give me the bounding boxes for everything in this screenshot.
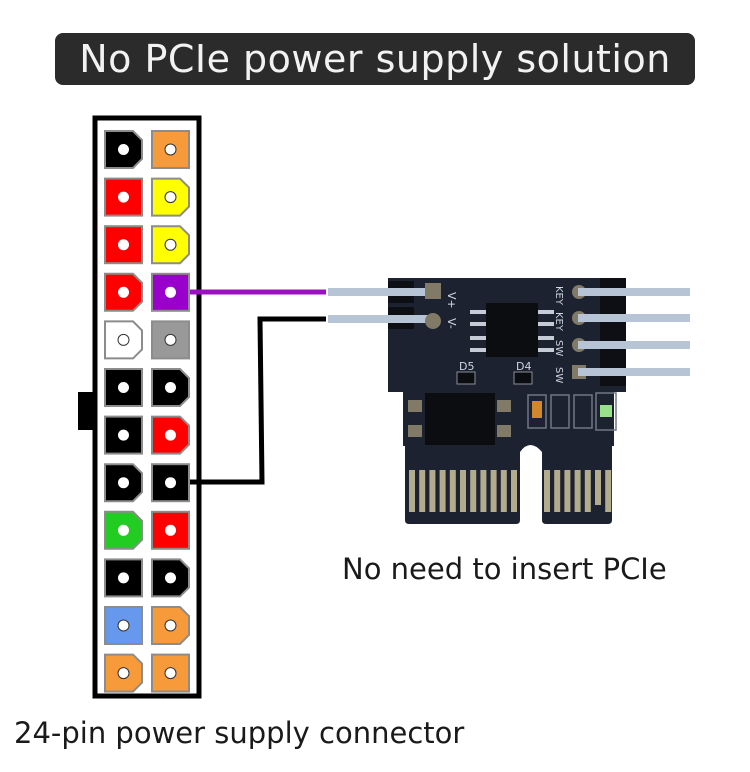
gold-finger (605, 470, 612, 512)
gold-finger (544, 470, 550, 512)
title-text: No PCIe power supply solution (79, 37, 671, 81)
capacitor (532, 401, 542, 418)
pin-v-plus (328, 288, 390, 296)
label-d5: D5 (459, 360, 474, 373)
mosfet (425, 393, 495, 445)
gold-finger (419, 470, 426, 512)
gold-finger (470, 470, 477, 512)
wires (190, 289, 326, 485)
gold-finger (595, 470, 601, 505)
ic-chip (486, 303, 538, 357)
gold-finger (584, 470, 591, 512)
pin-hole (165, 429, 176, 441)
pin-hole (164, 667, 177, 680)
gold-finger (574, 470, 581, 512)
right-header-pins (578, 288, 690, 376)
gold-fingers (409, 470, 612, 512)
pin-hole (118, 191, 129, 203)
label-key: KEY (553, 286, 564, 306)
pin-hole (118, 524, 129, 536)
led-green (600, 405, 612, 417)
pin-hole (118, 286, 129, 298)
label-sw: SW (553, 340, 564, 356)
right-pin-labels: KEY KEY SW SW (553, 286, 564, 383)
gold-finger (480, 470, 487, 512)
pin-hole (118, 572, 129, 584)
gold-finger (449, 470, 456, 512)
gold-finger (500, 470, 507, 512)
gold-finger (439, 470, 446, 512)
left-header (328, 288, 390, 323)
pin-hole (118, 239, 129, 251)
caption-connector: 24-pin power supply connector (14, 716, 465, 750)
pin-hole (164, 238, 177, 251)
pin-hole (117, 333, 130, 346)
ic-pins (470, 310, 554, 352)
gold-finger (429, 470, 436, 512)
pin-hole (117, 619, 130, 632)
label-v-minus: V- (445, 318, 458, 329)
gold-finger (460, 470, 466, 512)
solder-pad (425, 283, 441, 299)
pin-hole (118, 429, 129, 441)
gold-finger (564, 470, 571, 512)
solder-pad (425, 313, 441, 329)
atx-connector (78, 115, 202, 699)
pin-hole (165, 477, 176, 489)
smd-components (527, 392, 617, 431)
caption-board: No need to insert PCIe (342, 552, 667, 586)
pin-hole (165, 524, 176, 536)
gold-finger (554, 470, 561, 512)
label-sw: SW (553, 367, 564, 383)
pin-hole (118, 144, 129, 155)
pcb-board: V+ V- D5 D4 KEY KEY SW SW (388, 278, 690, 524)
label-v-plus: V+ (445, 292, 458, 309)
pin-hole (118, 382, 129, 393)
label-key: KEY (553, 312, 564, 332)
pin-hole (165, 286, 176, 298)
pin-hole (164, 143, 177, 156)
pin-hole (165, 382, 176, 393)
connector-pins (104, 130, 190, 693)
pin-hole (164, 619, 177, 632)
title-banner: No PCIe power supply solution (55, 33, 695, 85)
pin-v-minus (328, 315, 390, 323)
pin-hole (164, 333, 177, 346)
black-wire (190, 316, 326, 485)
pin-hole (117, 667, 130, 680)
pin-hole (164, 191, 177, 204)
label-d4: D4 (516, 360, 531, 373)
diode-d5 (456, 371, 476, 385)
gold-finger (490, 470, 497, 512)
diode-d4 (513, 371, 533, 385)
gold-finger (511, 470, 517, 512)
gold-finger (409, 470, 415, 512)
pin-hole (165, 572, 176, 584)
pin-hole (118, 477, 129, 489)
